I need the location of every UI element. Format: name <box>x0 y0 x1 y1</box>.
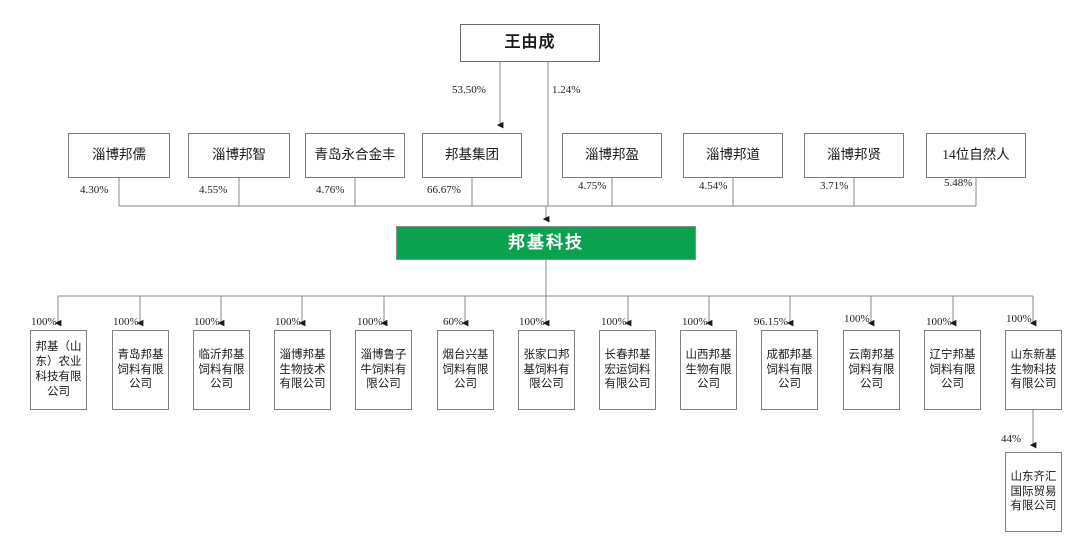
node-subsidiary-label-3: 淄博邦基生物技术有限公司 <box>279 348 326 391</box>
node-subsidiary-label-11: 辽宁邦基饲料有限公司 <box>929 348 976 391</box>
node-subsidiary-label-6: 张家口邦基饲料有限公司 <box>523 348 570 391</box>
node-subsidiary-7[interactable]: 长春邦基宏运饲料有限公司 <box>599 330 656 410</box>
node-subsidiary-label-7: 长春邦基宏运饲料有限公司 <box>604 348 651 391</box>
node-holder-label-0: 淄博邦儒 <box>92 147 146 163</box>
edge-label-subsidiary-9: 96.15% <box>754 316 788 328</box>
node-holder-6[interactable]: 淄博邦贤 <box>804 133 904 178</box>
node-holder-3[interactable]: 邦基集团 <box>422 133 522 178</box>
node-subsidiary-label-12: 山东新基生物科技有限公司 <box>1010 348 1057 391</box>
node-subsidiary-label-9: 成都邦基饲料有限公司 <box>766 348 813 391</box>
node-holder-1[interactable]: 淄博邦智 <box>188 133 290 178</box>
edge-label-subsidiary-7: 100% <box>601 316 627 328</box>
node-subsidiary-1[interactable]: 青岛邦基饲料有限公司 <box>112 330 169 410</box>
node-company-label: 邦基科技 <box>508 232 584 252</box>
edge-label-subsidiary-3: 100% <box>275 316 301 328</box>
node-subsidiary-label-10: 云南邦基饲料有限公司 <box>848 348 895 391</box>
node-holder-7[interactable]: 14位自然人 <box>926 133 1026 178</box>
node-holder-4[interactable]: 淄博邦盈 <box>562 133 662 178</box>
edge-label-subsidiary-11: 100% <box>926 316 952 328</box>
edge-label-second-level-0: 44% <box>1001 433 1022 445</box>
edge-label-subsidiary-2: 100% <box>194 316 220 328</box>
edge-label-subsidiary-1: 100% <box>113 316 139 328</box>
node-root-shareholder[interactable]: 王由成 <box>460 24 600 62</box>
node-holder-label-5: 淄博邦道 <box>706 147 760 163</box>
edge-label-subsidiary-0: 100% <box>31 316 57 328</box>
node-holder-0[interactable]: 淄博邦儒 <box>68 133 170 178</box>
node-holder-5[interactable]: 淄博邦道 <box>683 133 783 178</box>
edge-label-holder-0: 4.30% <box>80 184 109 196</box>
node-subsidiary-4[interactable]: 淄博鲁子牛饲料有限公司 <box>355 330 412 410</box>
node-subsidiary-label-0: 邦基（山东）农业科技有限公司 <box>35 341 82 398</box>
node-subsidiary-label-5: 烟台兴基饲料有限公司 <box>442 348 489 391</box>
node-second-level-0[interactable]: 山东齐汇国际贸易有限公司 <box>1005 452 1062 532</box>
edge-label-subsidiary-4: 100% <box>357 316 383 328</box>
edge-label-holder-3: 66.67% <box>427 184 461 196</box>
node-subsidiary-5[interactable]: 烟台兴基饲料有限公司 <box>437 330 494 410</box>
node-subsidiary-label-4: 淄博鲁子牛饲料有限公司 <box>360 348 407 391</box>
edge-label-holder-7: 5.48% <box>944 177 973 189</box>
node-subsidiary-3[interactable]: 淄博邦基生物技术有限公司 <box>274 330 331 410</box>
node-subsidiary-6[interactable]: 张家口邦基饲料有限公司 <box>518 330 575 410</box>
edge-label-subsidiary-6: 100% <box>519 316 545 328</box>
edge-label-subsidiary-10: 100% <box>844 313 870 325</box>
node-subsidiary-8[interactable]: 山西邦基生物有限公司 <box>680 330 737 410</box>
node-subsidiary-12[interactable]: 山东新基生物科技有限公司 <box>1005 330 1062 410</box>
node-subsidiary-0[interactable]: 邦基（山东）农业科技有限公司 <box>30 330 87 410</box>
node-holder-label-4: 淄博邦盈 <box>585 147 639 163</box>
node-holder-2[interactable]: 青岛永合金丰 <box>305 133 405 178</box>
node-holder-label-3: 邦基集团 <box>445 147 499 163</box>
node-holder-label-2: 青岛永合金丰 <box>314 147 396 163</box>
edge-label-subsidiary-8: 100% <box>682 316 708 328</box>
node-subsidiary-11[interactable]: 辽宁邦基饲料有限公司 <box>924 330 981 410</box>
edge-label-holder-5: 4.54% <box>699 180 728 192</box>
node-second-level-label-0: 山东齐汇国际贸易有限公司 <box>1010 470 1057 513</box>
node-holder-label-6: 淄博邦贤 <box>827 147 881 163</box>
edge-label-holder-2: 4.76% <box>316 184 345 196</box>
node-holder-label-7: 14位自然人 <box>942 147 1010 163</box>
edge-label-subsidiary-5: 60% <box>443 316 464 328</box>
node-company-main[interactable]: 邦基科技 <box>396 226 696 260</box>
edge-label-holder-6: 3.71% <box>820 180 849 192</box>
edge-label-holder-1: 4.55% <box>199 184 228 196</box>
edge-label-holder-4: 4.75% <box>578 180 607 192</box>
edge-label-subsidiary-12: 100% <box>1006 313 1032 325</box>
node-subsidiary-label-1: 青岛邦基饲料有限公司 <box>117 348 164 391</box>
node-subsidiary-2[interactable]: 临沂邦基饲料有限公司 <box>193 330 250 410</box>
node-subsidiary-10[interactable]: 云南邦基饲料有限公司 <box>843 330 900 410</box>
edge-label-root-0: 53.50% <box>452 84 486 96</box>
node-root-label: 王由成 <box>504 34 556 52</box>
edge-label-root-1: 1.24% <box>552 84 581 96</box>
node-holder-label-1: 淄博邦智 <box>212 147 266 163</box>
node-subsidiary-9[interactable]: 成都邦基饲料有限公司 <box>761 330 818 410</box>
node-subsidiary-label-2: 临沂邦基饲料有限公司 <box>198 348 245 391</box>
node-subsidiary-label-8: 山西邦基生物有限公司 <box>685 348 732 391</box>
